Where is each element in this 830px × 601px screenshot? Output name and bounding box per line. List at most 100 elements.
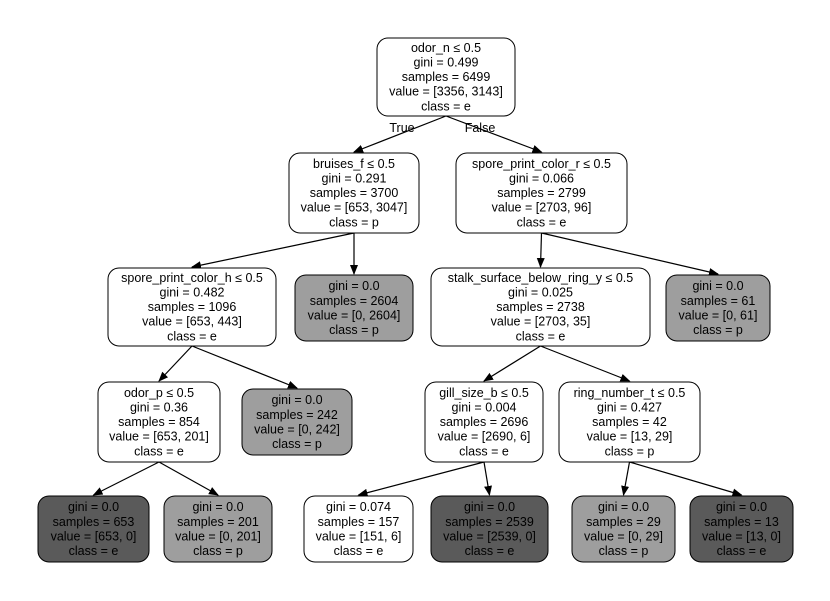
node-text-line: value = [3356, 3143] xyxy=(389,85,503,99)
node-text-line: gini = 0.427 xyxy=(597,400,662,414)
node-text-line: odor_n ≤ 0.5 xyxy=(411,41,481,55)
node-text-line: value = [653, 201] xyxy=(109,430,209,444)
node-text-line: value = [13, 29] xyxy=(587,430,673,444)
edge-n7-n12 xyxy=(158,461,219,496)
edge-labels-layer: True False xyxy=(389,121,495,135)
edge-label-false: False xyxy=(465,121,496,135)
node-text-line: gini = 0.074 xyxy=(326,500,391,514)
node-box xyxy=(37,495,150,563)
node-text-line: samples = 61 xyxy=(681,294,756,308)
node-text-line: value = [653, 0] xyxy=(51,529,137,543)
node-text-line: class = e xyxy=(465,544,515,558)
node-text-line: class = e xyxy=(459,444,509,458)
node-text-line: class = p xyxy=(605,444,655,458)
node-text-line: class = e xyxy=(134,444,184,458)
node-text-line: gini = 0.0 xyxy=(68,500,119,514)
edge-n0-n1 xyxy=(353,115,447,153)
node-box xyxy=(424,381,544,463)
node-text-line: gini = 0.0 xyxy=(192,500,243,514)
node-text-line: samples = 242 xyxy=(256,408,338,422)
node-text-line: samples = 2738 xyxy=(496,300,585,314)
node-text-line: gini = 0.004 xyxy=(452,400,517,414)
node-box xyxy=(163,495,273,563)
node-text-line: samples = 13 xyxy=(704,515,779,529)
node-text-line: value = [0, 29] xyxy=(584,529,663,543)
node-text-line: gini = 0.0 xyxy=(464,500,515,514)
node-text-line: value = [2703, 35] xyxy=(491,315,591,329)
edge-n5-n9 xyxy=(483,345,541,382)
node-text-line: class = p xyxy=(329,215,379,229)
node-text-line: samples = 2696 xyxy=(440,415,529,429)
node-box xyxy=(376,37,516,117)
node-text-line: spore_print_color_h ≤ 0.5 xyxy=(121,271,263,285)
node-text-line: gini = 0.0 xyxy=(271,393,322,407)
node-box xyxy=(97,381,221,463)
node-text-line: value = [2539, 0] xyxy=(443,529,536,543)
node-text-line: value = [13, 0] xyxy=(702,529,781,543)
edge-n1-n3 xyxy=(191,232,355,270)
node-box xyxy=(303,495,414,563)
node-text-line: gini = 0.0 xyxy=(716,500,767,514)
node-text-line: value = [0, 201] xyxy=(175,529,261,543)
node-text-line: class = e xyxy=(69,544,119,558)
node-text-line: value = [0, 2604] xyxy=(308,308,401,322)
node-text-line: samples = 1096 xyxy=(148,300,237,314)
node-text-line: samples = 201 xyxy=(177,515,259,529)
edge-n9-n14 xyxy=(483,461,492,496)
node-text-line: samples = 29 xyxy=(586,515,661,529)
node-box xyxy=(689,495,794,563)
node-text-line: gini = 0.482 xyxy=(160,285,225,299)
node-text-line: value = [653, 443] xyxy=(142,315,242,329)
node-text-line: class = p xyxy=(599,544,649,558)
node-text-line: gill_size_b ≤ 0.5 xyxy=(439,386,529,400)
node-text-line: value = [2690, 6] xyxy=(438,430,531,444)
node-box xyxy=(571,495,676,563)
node-text-line: gini = 0.025 xyxy=(508,285,573,299)
node-text-line: samples = 42 xyxy=(592,415,667,429)
node-text-line: class = p xyxy=(693,323,743,337)
node-text-line: gini = 0.499 xyxy=(414,55,479,69)
node-text-line: samples = 6499 xyxy=(402,70,491,84)
node-text-line: gini = 0.36 xyxy=(130,400,188,414)
node-text-line: samples = 3700 xyxy=(310,186,399,200)
node-text-line: odor_p ≤ 0.5 xyxy=(124,386,194,400)
edge-n10-n15 xyxy=(621,461,631,496)
node-box xyxy=(558,381,701,463)
node-text-line: class = e xyxy=(516,329,566,343)
node-box xyxy=(430,495,549,563)
node-text-line: value = [151, 6] xyxy=(316,529,402,543)
node-box xyxy=(430,267,651,347)
node-box xyxy=(288,152,420,234)
node-text-line: class = e xyxy=(717,544,767,558)
node-text-line: spore_print_color_r ≤ 0.5 xyxy=(472,157,611,171)
node-text-line: ring_number_t ≤ 0.5 xyxy=(574,386,686,400)
node-text-line: class = e xyxy=(421,99,471,113)
node-text-line: gini = 0.066 xyxy=(509,171,574,185)
node-text-line: samples = 2539 xyxy=(445,515,534,529)
node-text-line: stalk_surface_below_ring_y ≤ 0.5 xyxy=(448,271,633,285)
edge-n2-n6 xyxy=(541,232,719,276)
node-text-line: class = p xyxy=(193,544,243,558)
node-text-line: gini = 0.0 xyxy=(598,500,649,514)
node-text-line: samples = 854 xyxy=(118,415,200,429)
edge-n2-n5 xyxy=(536,232,545,268)
edge-n7-n11 xyxy=(92,461,160,496)
edge-label-true: True xyxy=(389,121,414,135)
node-text-line: class = e xyxy=(167,329,217,343)
